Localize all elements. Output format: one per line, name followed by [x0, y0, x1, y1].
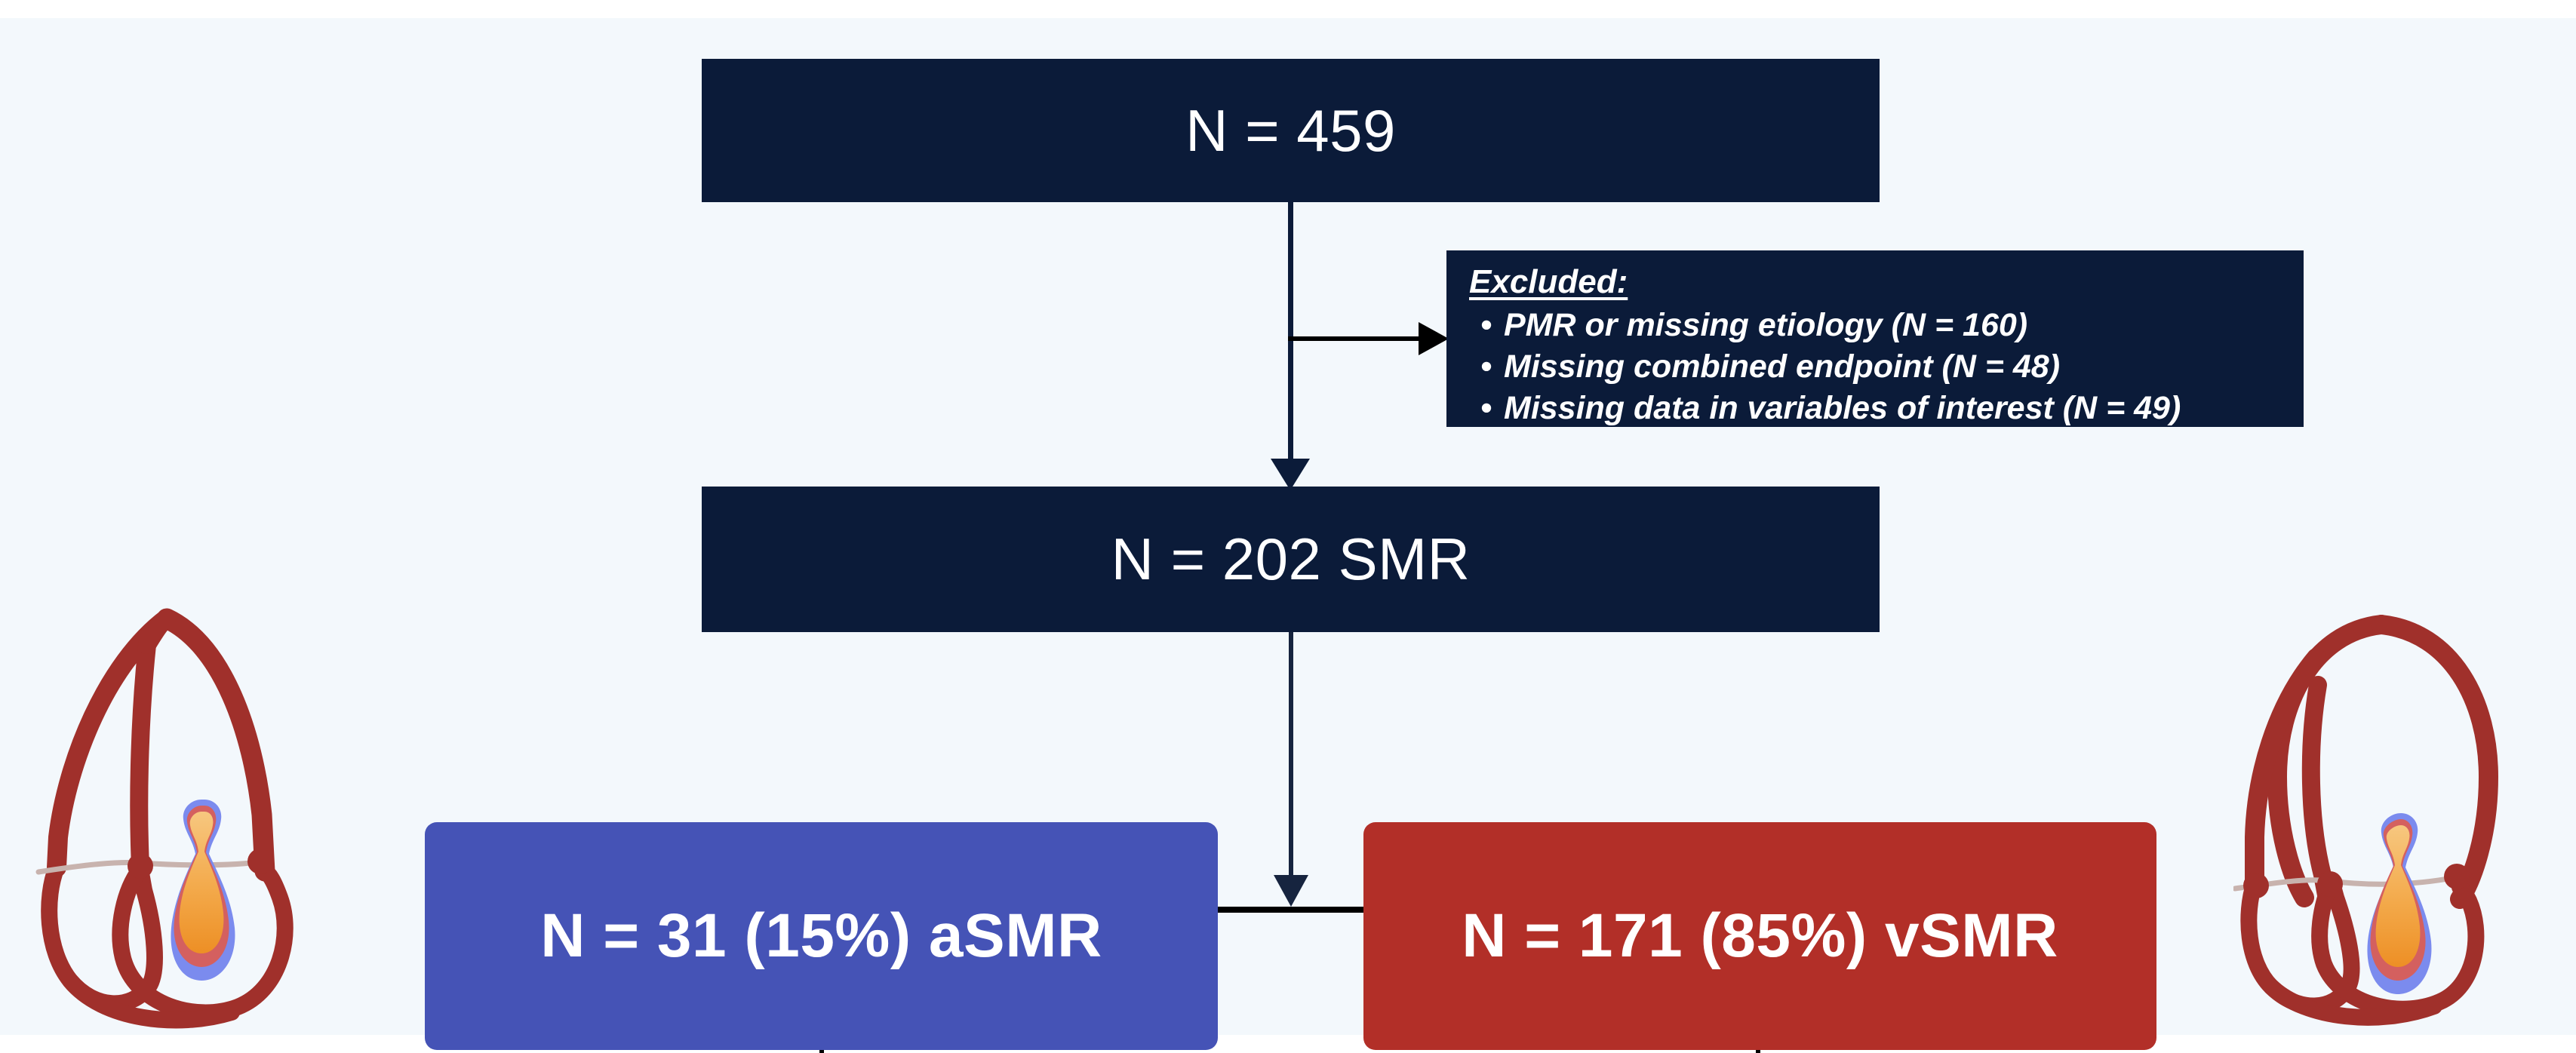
bullet-icon: • — [1480, 306, 1492, 343]
excluded-box: Excluded: • PMR or missing etiology (N =… — [1446, 250, 2304, 427]
connector-to-excluded — [1288, 336, 1421, 341]
total-cohort-box: N = 459 — [702, 59, 1880, 202]
connector-total-to-smr — [1288, 201, 1293, 462]
connector-smr-to-split — [1289, 632, 1293, 892]
vsmr-group-box: N = 171 (85%) vSMR — [1363, 822, 2156, 1050]
list-item: • Missing combined endpoint (N = 48) — [1469, 346, 2304, 388]
bullet-icon: • — [1480, 389, 1492, 426]
list-item: • Missing data in variables of interest … — [1469, 388, 2304, 429]
bullet-icon: • — [1480, 348, 1492, 385]
smr-cohort-box: N = 202 SMR — [702, 487, 1880, 632]
asmr-group-box: N = 31 (15%) aSMR — [425, 822, 1218, 1050]
arrowhead-excluded-icon — [1419, 322, 1449, 355]
excluded-title: Excluded: — [1469, 263, 1628, 300]
smr-cohort-label: N = 202 SMR — [1111, 526, 1471, 592]
excluded-reason-label: PMR or missing etiology (N = 160) — [1504, 306, 2028, 343]
arrowhead-split-icon — [1274, 875, 1308, 907]
vsmr-group-label: N = 171 (85%) vSMR — [1462, 901, 2058, 970]
excluded-reason-label: Missing data in variables of interest (N… — [1504, 389, 2181, 426]
arrowhead-smr-icon — [1271, 459, 1310, 490]
heart-cross-section-asmr — [35, 608, 294, 1029]
excluded-reason-label: Missing combined endpoint (N = 48) — [1504, 348, 2061, 385]
asmr-group-label: N = 31 (15%) aSMR — [540, 901, 1102, 970]
list-item: • PMR or missing etiology (N = 160) — [1469, 305, 2304, 346]
total-cohort-label: N = 459 — [1185, 97, 1396, 164]
connector-split-bar — [819, 907, 1760, 913]
heart-cross-section-vsmr — [2233, 615, 2498, 1026]
excluded-reason-list: • PMR or missing etiology (N = 160) • Mi… — [1469, 305, 2304, 429]
